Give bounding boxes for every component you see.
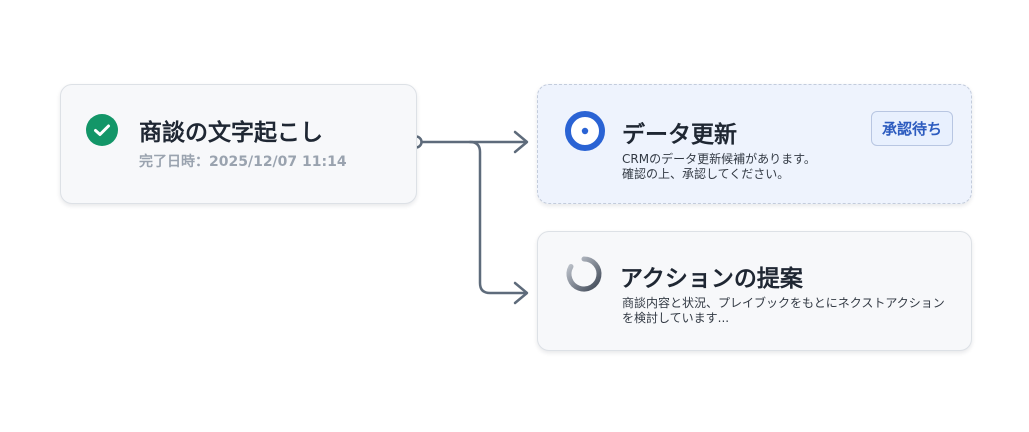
step-card-transcription[interactable]: 商談の文字起こし 完了日時：2025/12/07 11:14 <box>60 84 417 204</box>
step-description: 商談内容と状況、プレイブックをもとにネクストアクション を検討しています... <box>622 296 945 326</box>
step-description-line: 商談内容と状況、プレイブックをもとにネクストアクション <box>622 296 945 310</box>
step-title: アクションの提案 <box>620 266 803 292</box>
approval-pending-button[interactable]: 承認待ち <box>870 111 953 146</box>
step-title: 商談の文字起こし <box>139 120 323 146</box>
step-description: CRMのデータ更新候補があります。 確認の上、承認してください。 <box>622 152 816 182</box>
step-description-line: CRMのデータ更新候補があります。 <box>622 152 816 166</box>
step-card-action-proposal[interactable]: アクションの提案 商談内容と状況、プレイブックをもとにネクストアクション を検討… <box>537 231 972 351</box>
completed-timestamp: 完了日時：2025/12/07 11:14 <box>139 154 347 170</box>
arrowhead-data-update <box>513 130 529 154</box>
target-icon <box>565 111 605 151</box>
step-description-line: を検討しています... <box>622 311 730 325</box>
check-circle-icon <box>86 114 118 146</box>
arrowhead-action-proposal <box>513 281 529 305</box>
spinner-icon <box>566 256 602 292</box>
connector-to-action-proposal <box>468 140 528 295</box>
step-title: データ更新 <box>622 122 737 148</box>
step-description-line: 確認の上、承認してください。 <box>622 167 790 181</box>
step-card-data-update[interactable]: データ更新 CRMのデータ更新候補があります。 確認の上、承認してください。 承… <box>537 84 972 204</box>
